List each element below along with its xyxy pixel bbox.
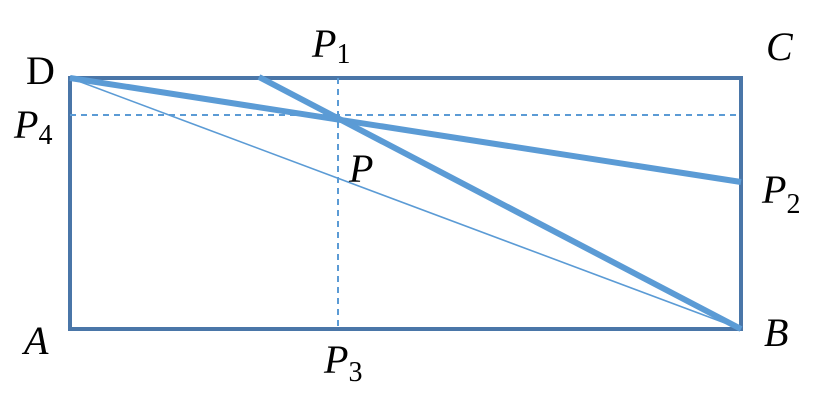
diagonal-db bbox=[69, 77, 742, 330]
label-p1-base: P bbox=[311, 21, 336, 66]
label-p: P bbox=[348, 146, 373, 191]
label-p3-base: P bbox=[323, 337, 348, 382]
label-p4-sub: 4 bbox=[38, 120, 52, 151]
label-p4: P4 bbox=[13, 102, 52, 151]
rectangle-abcd bbox=[68, 76, 743, 331]
label-d: D bbox=[26, 48, 55, 93]
label-p3-sub: 3 bbox=[348, 357, 362, 388]
label-p3: P3 bbox=[323, 337, 362, 388]
label-b: B bbox=[764, 310, 788, 355]
line-top-to-b bbox=[257, 74, 743, 332]
label-p1-sub: 1 bbox=[336, 39, 350, 70]
label-c: C bbox=[766, 24, 794, 69]
label-p4-base: P bbox=[13, 102, 38, 147]
line-d-p2 bbox=[69, 75, 742, 185]
label-p2: P2 bbox=[761, 167, 800, 220]
label-p2-base: P bbox=[761, 167, 786, 212]
label-a: A bbox=[21, 318, 49, 363]
label-p2-sub: 2 bbox=[786, 189, 800, 220]
label-p1: P1 bbox=[311, 21, 350, 70]
